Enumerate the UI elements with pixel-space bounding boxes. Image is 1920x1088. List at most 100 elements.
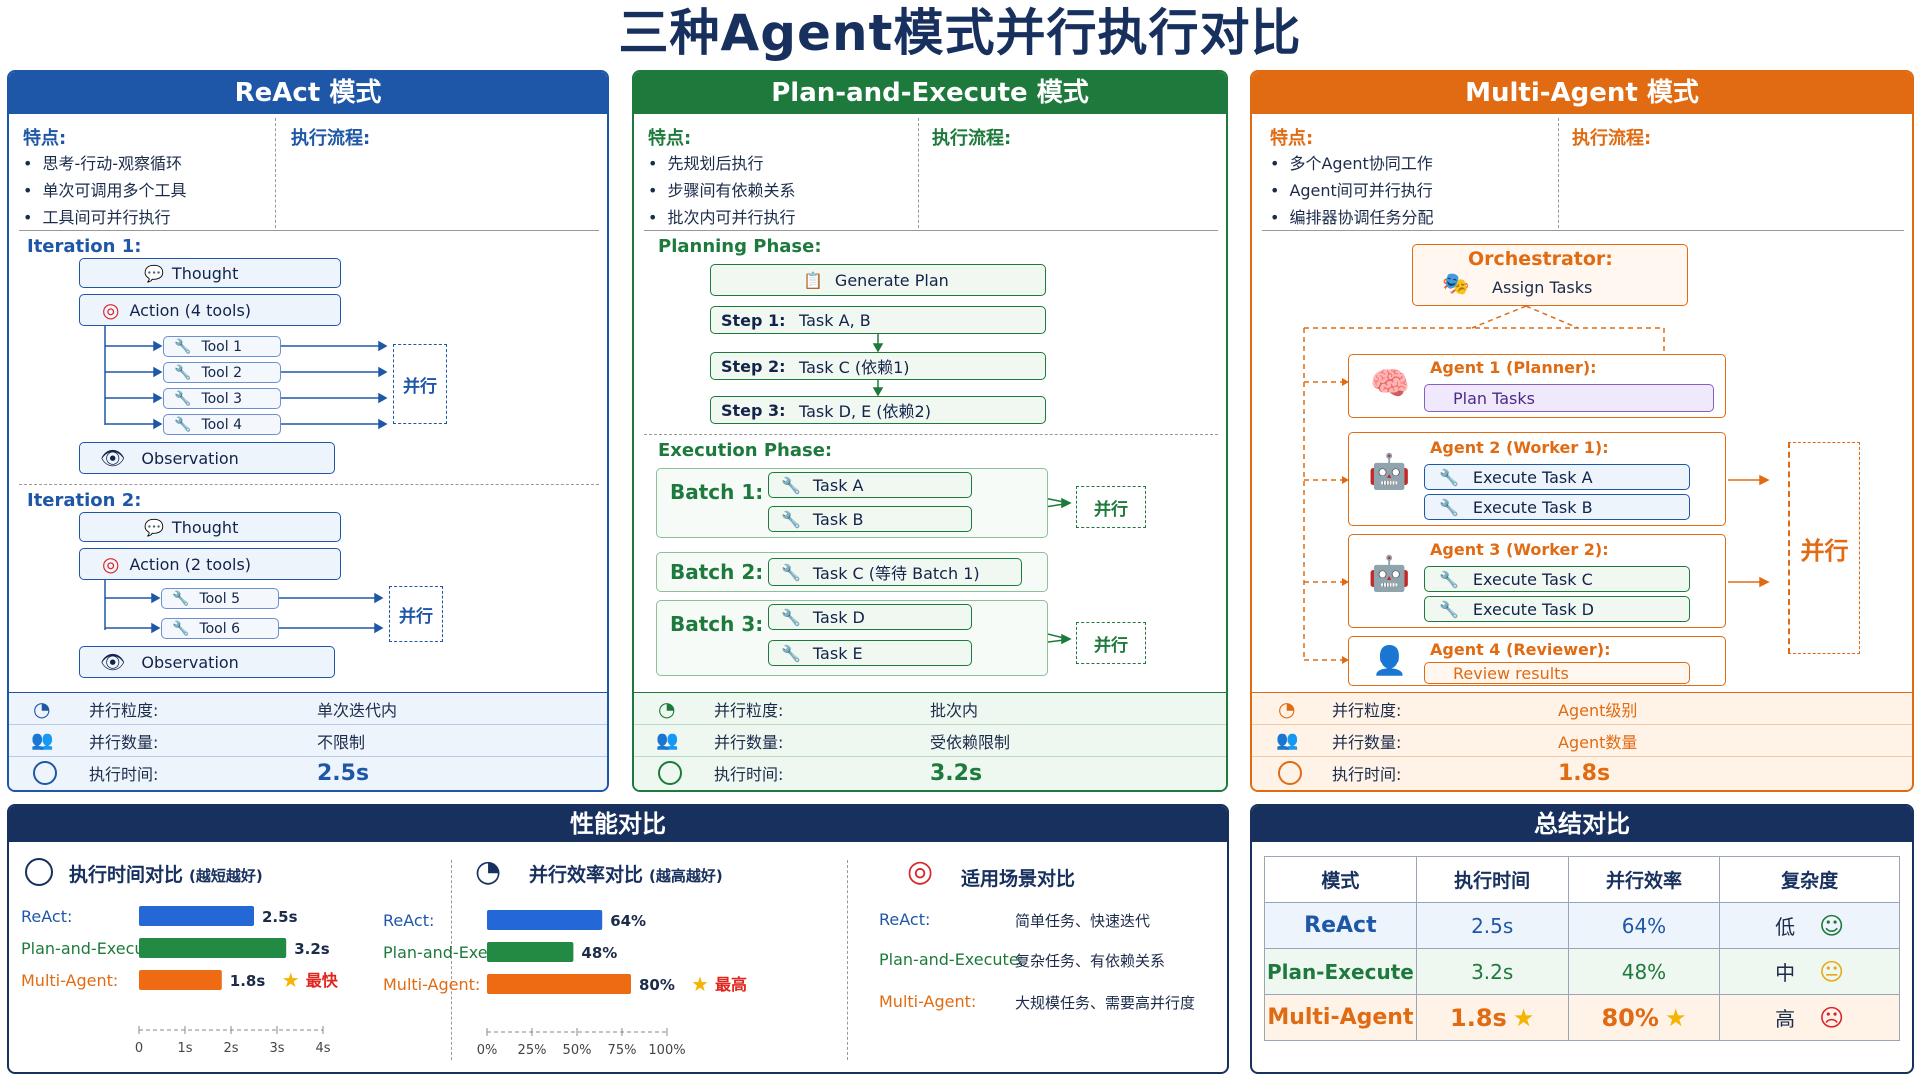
multi-features: 多个Agent协同工作 Agent间可并行执行 编排器协调任务分配 bbox=[1270, 150, 1433, 231]
time-value: 2.5s bbox=[317, 760, 370, 786]
assign-tasks: Assign Tasks bbox=[1492, 278, 1593, 297]
scene-mode: ReAct: bbox=[879, 910, 931, 929]
column-header: 复杂度 bbox=[1719, 856, 1900, 903]
plan-header: Plan-and-Execute 模式 bbox=[634, 72, 1226, 114]
plan-connectors bbox=[872, 334, 1072, 653]
bar-category-label: Multi-Agent: bbox=[383, 975, 480, 994]
eff-cell: 48% bbox=[1567, 948, 1721, 995]
table-row: Plan-Execute 3.2s 48% 中😐 bbox=[1264, 948, 1900, 995]
thought-box: 💬Thought bbox=[79, 512, 341, 542]
planning-label: Planning Phase: bbox=[658, 236, 822, 257]
plan-panel: Plan-and-Execute 模式 特点: 先规划后执行 步骤间有依赖关系 … bbox=[632, 70, 1228, 792]
gauge-icon: ◔ bbox=[475, 854, 502, 889]
wrench-icon: 🔧 bbox=[174, 390, 192, 407]
batch-label: Batch 1: bbox=[670, 480, 764, 504]
scene-text: 复杂任务、有依赖关系 bbox=[1015, 952, 1166, 970]
bar bbox=[139, 906, 254, 926]
brain-icon: 🧠 bbox=[1370, 364, 1410, 402]
table-row: Multi-Agent 1.8s★ 80%★ 高☹ bbox=[1264, 994, 1900, 1041]
agent-name: Agent 1 (Planner): bbox=[1430, 358, 1597, 377]
multi-stats: ◔ 并行粒度: Agent级别 👥 并行数量: Agent数量 执行时间: 1.… bbox=[1252, 692, 1912, 790]
x-tick-label: 0 bbox=[135, 1041, 143, 1056]
task-box: 🔧Task B bbox=[768, 506, 972, 532]
task-box: 🔧Task A bbox=[768, 472, 972, 498]
people-icon: 👥 bbox=[1276, 730, 1299, 751]
multi-features-title: 特点: bbox=[1270, 128, 1314, 149]
column-header: 并行效率 bbox=[1567, 856, 1721, 903]
time-cell: 3.2s bbox=[1415, 948, 1569, 995]
bar-value-label: 48% bbox=[581, 944, 617, 962]
agent-name: Agent 4 (Reviewer): bbox=[1430, 640, 1611, 659]
time-cell: 1.8s★ bbox=[1415, 994, 1569, 1041]
people-icon: 👥 bbox=[31, 730, 54, 751]
tool-box: 🔧Tool 2 bbox=[163, 362, 281, 383]
x-tick-label: 50% bbox=[563, 1043, 592, 1058]
mode-cell: ReAct bbox=[1264, 902, 1417, 949]
frown-icon: ☹ bbox=[1819, 1004, 1845, 1032]
scene-title: 适用场景对比 bbox=[961, 868, 1076, 890]
eye-icon: 👁 bbox=[100, 650, 126, 674]
wrench-icon: 🔧 bbox=[172, 590, 190, 607]
bar bbox=[139, 938, 287, 958]
clock-icon bbox=[1278, 761, 1302, 785]
x-tick-label: 75% bbox=[608, 1043, 637, 1058]
multi-connectors bbox=[1303, 305, 1770, 664]
time-cell: 2.5s bbox=[1415, 902, 1569, 949]
react-flow-title: 执行流程: bbox=[291, 128, 371, 149]
plan-stats: ◔ 并行粒度: 批次内 👥 并行数量: 受依赖限制 执行时间: 3.2s bbox=[634, 692, 1226, 790]
observation-box: 👁Observation bbox=[79, 646, 335, 678]
wrench-icon: 🔧 bbox=[781, 475, 801, 495]
parallel-bracket: 并行 bbox=[389, 586, 443, 642]
scene-mode: Multi-Agent: bbox=[879, 992, 977, 1011]
wrench-icon: 🔧 bbox=[1439, 467, 1459, 487]
wrench-icon: 🔧 bbox=[174, 338, 192, 355]
observation-box: 👁Observation bbox=[79, 442, 335, 474]
tool-box: 🔧Tool 5 bbox=[161, 588, 279, 609]
plan-flow-title: 执行流程: bbox=[932, 128, 1012, 149]
mode-cell: Multi-Agent bbox=[1264, 994, 1417, 1041]
task-box: 🔧Execute Task A bbox=[1424, 464, 1690, 490]
best-label: 最快 bbox=[306, 971, 339, 990]
feature-item: Agent间可并行执行 bbox=[1270, 177, 1433, 204]
orchestrator-box bbox=[1412, 244, 1688, 306]
eff-chart-title: 并行效率对比(越高越好) bbox=[529, 864, 723, 886]
task-box: 🔧Task E bbox=[768, 640, 972, 666]
task-box: 🔧Execute Task C bbox=[1424, 566, 1690, 592]
x-tick-label: 25% bbox=[518, 1043, 547, 1058]
gauge-icon: ◔ bbox=[658, 696, 676, 721]
task-box: 🔧Task C (等待 Batch 1) bbox=[768, 558, 1022, 586]
column-header: 执行时间 bbox=[1415, 856, 1569, 903]
step-box: Step 2:Task C (依赖1) bbox=[710, 352, 1046, 380]
x-tick-label: 100% bbox=[648, 1043, 685, 1058]
x-tick-label: 4s bbox=[315, 1041, 330, 1056]
bar-value-label: 64% bbox=[610, 912, 646, 930]
agent-name: Agent 3 (Worker 2): bbox=[1430, 540, 1609, 559]
wrench-icon: 🔧 bbox=[781, 643, 801, 663]
eff-cell: 80%★ bbox=[1567, 994, 1721, 1041]
star-icon: ★ bbox=[1512, 1003, 1535, 1032]
scene-mode: Plan-and-Execute: bbox=[879, 950, 1025, 969]
granularity-value: 批次内 bbox=[930, 700, 979, 720]
task-box: 🔧Execute Task B bbox=[1424, 494, 1690, 520]
clock-icon bbox=[33, 761, 57, 785]
time-value: 1.8s bbox=[1558, 760, 1611, 786]
time-chart-title: 执行时间对比(越短越好) bbox=[69, 864, 263, 886]
execution-label: Execution Phase: bbox=[658, 440, 833, 461]
batch-label: Batch 3: bbox=[670, 612, 764, 636]
bar-category-label: Multi-Agent: bbox=[21, 971, 118, 990]
generate-plan-box: 📋Generate Plan bbox=[710, 264, 1046, 296]
bar-value-label: 1.8s bbox=[230, 972, 266, 990]
agent-name: Agent 2 (Worker 1): bbox=[1430, 438, 1609, 457]
parallel-bracket: 并行 bbox=[393, 344, 447, 424]
granularity-value: 单次迭代内 bbox=[317, 700, 398, 720]
gauge-icon: ◔ bbox=[33, 696, 51, 721]
theater-masks-icon: 🎭 bbox=[1442, 272, 1470, 297]
tool-box: 🔧Tool 6 bbox=[161, 618, 279, 639]
target-icon: ◎ bbox=[907, 854, 934, 889]
time-bar-chart: ReAct:2.5sPlan-and-Execute:3.2sMulti-Age… bbox=[21, 906, 339, 1056]
star-icon: ★ bbox=[282, 968, 300, 992]
parallel-bracket: 并行 bbox=[1076, 622, 1146, 664]
task-box: Plan Tasks bbox=[1424, 384, 1714, 412]
summary-header: 总结对比 bbox=[1252, 806, 1912, 842]
react-panel: ReAct 模式 特点: 思考-行动-观察循环 单次可调用多个工具 工具间可并行… bbox=[7, 70, 609, 792]
